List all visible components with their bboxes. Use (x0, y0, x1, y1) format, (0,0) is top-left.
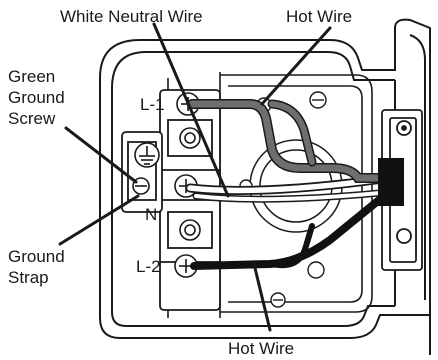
cable-jacket (378, 158, 404, 206)
ground-symbol-icon (134, 142, 160, 168)
terminal-n-label: N (145, 205, 157, 224)
callout-line-hot-wire-top (260, 26, 332, 106)
callout-line-ground-strap (58, 194, 140, 246)
terminal-l2-label: L-2 (136, 257, 161, 276)
screw-l2 (174, 254, 198, 278)
terminal-l1-label: L-1 (140, 95, 165, 114)
label-green-ground-screw-1: Green (8, 67, 55, 86)
label-hot-wire-bottom: Hot Wire (228, 339, 294, 358)
hot-wire-gray (187, 99, 389, 183)
callout-lines (58, 22, 332, 332)
callout-line-white-neutral (152, 22, 230, 198)
callout-line-hot-wire-bottom (252, 262, 272, 332)
screw-lower-block (179, 219, 201, 241)
callout-line-green-ground (64, 126, 138, 184)
label-green-ground-screw-3: Screw (8, 109, 56, 128)
label-ground-strap-2: Strap (8, 268, 49, 287)
hot-wire-black (190, 192, 388, 270)
label-white-neutral-wire: White Neutral Wire (60, 7, 203, 26)
label-green-ground-screw-2: Ground (8, 88, 65, 107)
label-hot-wire-top: Hot Wire (286, 7, 352, 26)
label-ground-strap-1: Ground (8, 247, 65, 266)
screw-upper-block (179, 127, 201, 149)
